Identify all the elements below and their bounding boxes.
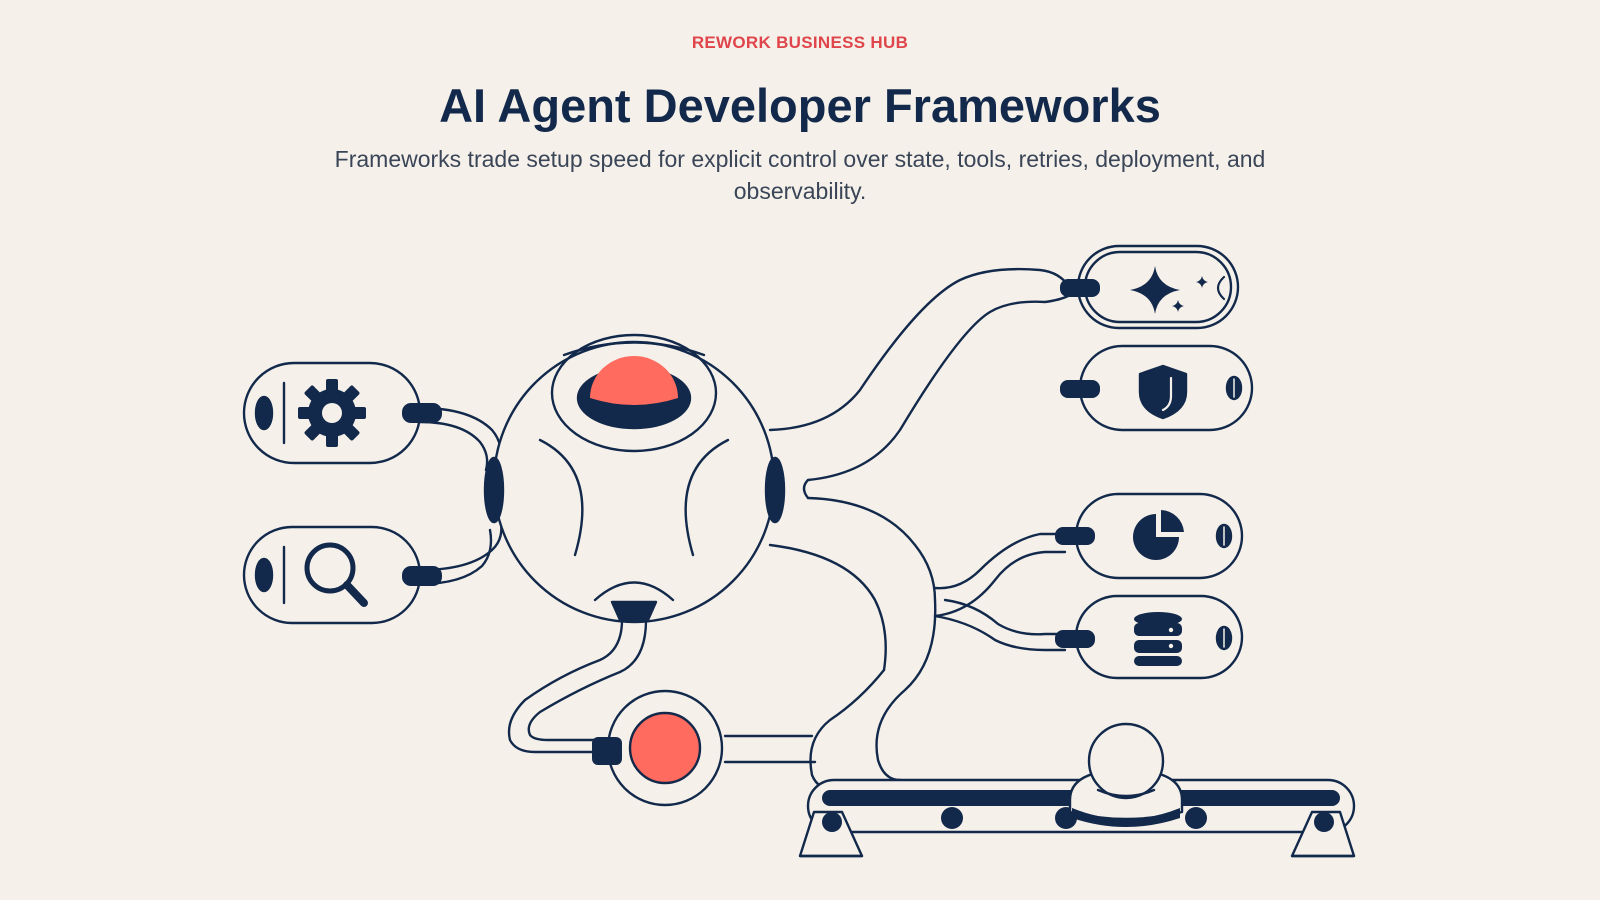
gear-icon — [298, 379, 366, 447]
gear-tool-pill — [242, 361, 442, 465]
sparkle-icon — [1130, 266, 1208, 314]
sparkle-pill — [1060, 244, 1240, 330]
shield-pill — [1060, 344, 1254, 432]
page-title: AI Agent Developer Frameworks — [439, 79, 1161, 132]
pie-chart-pill — [1055, 492, 1244, 580]
agent-core-sphere — [483, 333, 786, 624]
database-icon — [1134, 612, 1182, 666]
shield-icon — [1138, 364, 1188, 420]
conveyor-belt — [798, 722, 1356, 858]
search-tool-pill — [242, 525, 442, 625]
search-icon — [304, 542, 368, 607]
processing-node — [592, 689, 724, 807]
eyebrow-label: REWORK BUSINESS HUB — [691, 33, 909, 52]
page-subtitle: Frameworks trade setup speed for explici… — [334, 146, 1266, 204]
pie-chart-icon — [1133, 510, 1184, 560]
database-pill — [1055, 594, 1244, 680]
